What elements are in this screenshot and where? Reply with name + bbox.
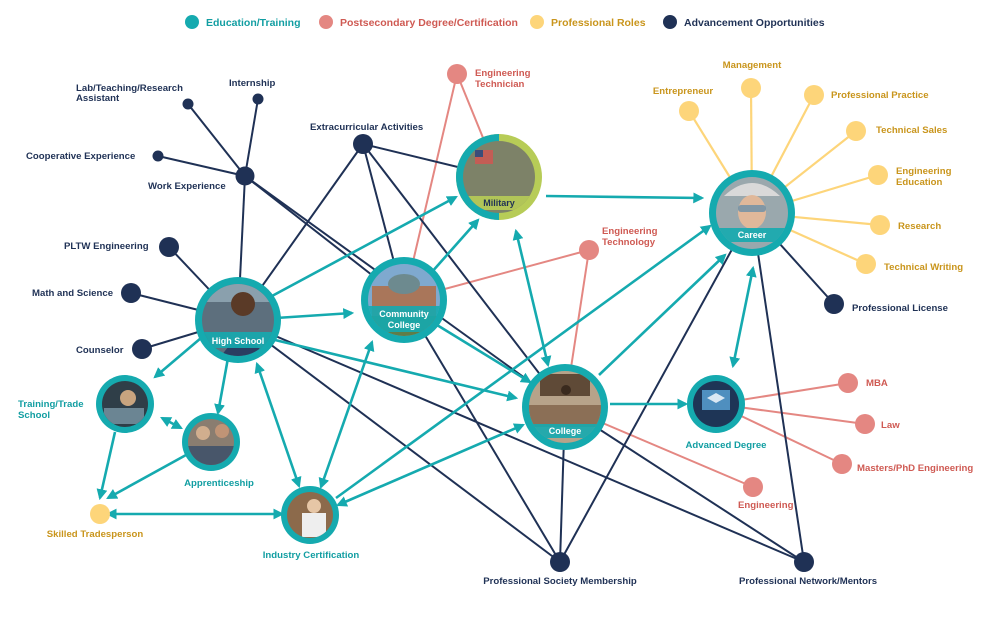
community-college-label-line1: Community [379,309,429,319]
label-technical-sales: Technical Sales [876,125,947,136]
node-technical-sales[interactable] [846,121,866,141]
node-law[interactable] [855,414,875,434]
education-arrows [96,192,757,520]
node-professional-network[interactable] [794,552,814,572]
node-lab-assistant[interactable] [182,98,194,110]
label-engineering-education-line1: Engineering [896,166,952,177]
node-pltw[interactable] [159,237,179,257]
node-engineering-technology[interactable] [579,240,599,260]
label-engineering-technician-line1: Engineering [475,68,531,79]
label-research: Research [898,221,941,232]
node-internship[interactable] [252,93,264,105]
college-label: College [549,426,582,436]
professional-role-labels: Skilled Tradesperson Entrepreneur Manage… [47,60,963,540]
legend-label-advancement: Advancement Opportunities [684,17,825,29]
label-math-science: Math and Science [32,288,113,299]
professional-role-nodes [90,78,890,524]
node-training-trade-school[interactable] [96,375,154,433]
node-extracurricular[interactable] [353,134,373,154]
label-engineering-education-line2: Education [896,177,943,188]
node-math-science[interactable] [121,283,141,303]
label-work-experience: Work Experience [148,181,226,192]
high-school-label: High School [212,336,265,346]
node-engineering-education[interactable] [868,165,888,185]
label-lab-assistant-line1: Lab/Teaching/Research [76,83,183,94]
legend-label-postsecondary: Postsecondary Degree/Certification [340,17,518,29]
legend-marker-professional-roles [530,15,544,29]
node-advanced-degree[interactable] [687,375,745,433]
node-industry-certification[interactable] [281,486,339,544]
career-label: Career [738,230,767,240]
node-career[interactable]: Career [709,170,795,256]
label-management: Management [723,60,782,71]
legend-marker-postsecondary [319,15,333,29]
label-professional-society: Professional Society Membership [483,576,637,587]
label-professional-network: Professional Network/Mentors [739,576,877,587]
node-college[interactable]: College [522,364,608,450]
node-military[interactable]: Military [456,134,542,220]
label-professional-license: Professional License [852,303,948,314]
label-training-trade-school-line1: Training/Trade [18,399,84,410]
node-apprenticeship[interactable] [182,413,240,471]
node-professional-license[interactable] [824,294,844,314]
node-engineering[interactable] [743,477,763,497]
label-law: Law [881,420,900,431]
node-research[interactable] [870,215,890,235]
label-apprenticeship: Apprenticeship [184,478,254,489]
label-pltw: PLTW Engineering [64,241,149,252]
node-community-college[interactable]: Community College [361,257,447,343]
label-counselor: Counselor [76,345,124,356]
label-advanced-degree: Advanced Degree [685,440,766,451]
label-technical-writing: Technical Writing [884,262,963,273]
advancement-labels: Lab/Teaching/Research Assistant Internsh… [26,78,948,587]
military-label: Military [483,198,515,208]
label-industry-certification: Industry Certification [263,550,360,561]
node-counselor[interactable] [132,339,152,359]
node-management[interactable] [741,78,761,98]
legend: Education/Training Postsecondary Degree/… [185,15,825,29]
label-extracurricular: Extracurricular Activities [310,122,423,133]
community-college-label-line2: College [388,320,421,330]
node-skilled-tradesperson[interactable] [90,504,110,524]
legend-marker-advancement [663,15,677,29]
node-professional-practice[interactable] [804,85,824,105]
label-training-trade-school-line2: School [18,410,50,421]
label-engineering-technology-line1: Engineering [602,226,658,237]
label-professional-practice: Professional Practice [831,90,929,101]
label-cooperative-experience: Cooperative Experience [26,151,135,162]
advancement-nodes [121,93,844,572]
legend-marker-education [185,15,199,29]
label-internship: Internship [229,78,276,89]
postsecondary-nodes [447,64,875,497]
postsecondary-labels: Engineering Technician Engineering Techn… [475,68,973,511]
node-engineering-technician[interactable] [447,64,467,84]
label-lab-assistant-line2: Assistant [76,93,120,104]
node-masters-phd[interactable] [832,454,852,474]
node-mba[interactable] [838,373,858,393]
label-entrepreneur: Entrepreneur [653,86,714,97]
node-work-experience[interactable] [235,166,255,186]
label-engineering: Engineering [738,500,794,511]
node-high-school[interactable]: High School [195,277,281,363]
legend-label-education: Education/Training [206,17,301,29]
label-skilled-tradesperson: Skilled Tradesperson [47,529,144,540]
node-entrepreneur[interactable] [679,101,699,121]
legend-label-professional-roles: Professional Roles [551,17,646,29]
education-labels: Training/Trade School Apprenticeship Ind… [18,399,767,561]
label-engineering-technology-line2: Technology [602,237,656,248]
label-masters-phd: Masters/PhD Engineering [857,463,973,474]
node-professional-society[interactable] [550,552,570,572]
node-technical-writing[interactable] [856,254,876,274]
label-mba: MBA [866,378,888,389]
node-cooperative-experience[interactable] [152,150,164,162]
label-engineering-technician-line2: Technician [475,79,525,90]
